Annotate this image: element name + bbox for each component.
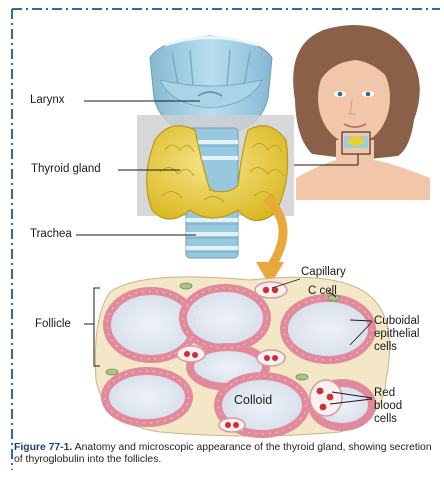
rbc-label-line1: Red: [374, 387, 402, 400]
capillary-label: Capillary: [301, 266, 346, 279]
c-cell-label: C cell: [308, 285, 337, 298]
cuboidal-label: Cuboidal epithelial cells: [374, 315, 419, 354]
figure-number: Figure 77-1.: [14, 442, 72, 453]
rbc-label-line2: blood: [374, 400, 402, 413]
patient-portrait: [293, 25, 430, 200]
figure-caption: Figure 77-1. Anatomy and microscopic app…: [14, 442, 438, 467]
trachea-label: Trachea: [30, 228, 72, 241]
red-blood-cells-label: Red blood cells: [374, 387, 402, 426]
follicle-tissue: [95, 277, 389, 436]
figure-caption-text: Anatomy and microscopic appearance of th…: [14, 442, 432, 465]
cuboidal-label-line2: epithelial: [374, 328, 419, 341]
larynx-label: Larynx: [30, 94, 65, 107]
cuboidal-label-line1: Cuboidal: [374, 315, 419, 328]
rbc-label-line3: cells: [374, 413, 402, 426]
thyroid-gland-label: Thyroid gland: [31, 163, 101, 176]
follicle-label: Follicle: [35, 318, 71, 331]
colloid-label: Colloid: [234, 393, 272, 407]
cuboidal-label-line3: cells: [374, 341, 419, 354]
